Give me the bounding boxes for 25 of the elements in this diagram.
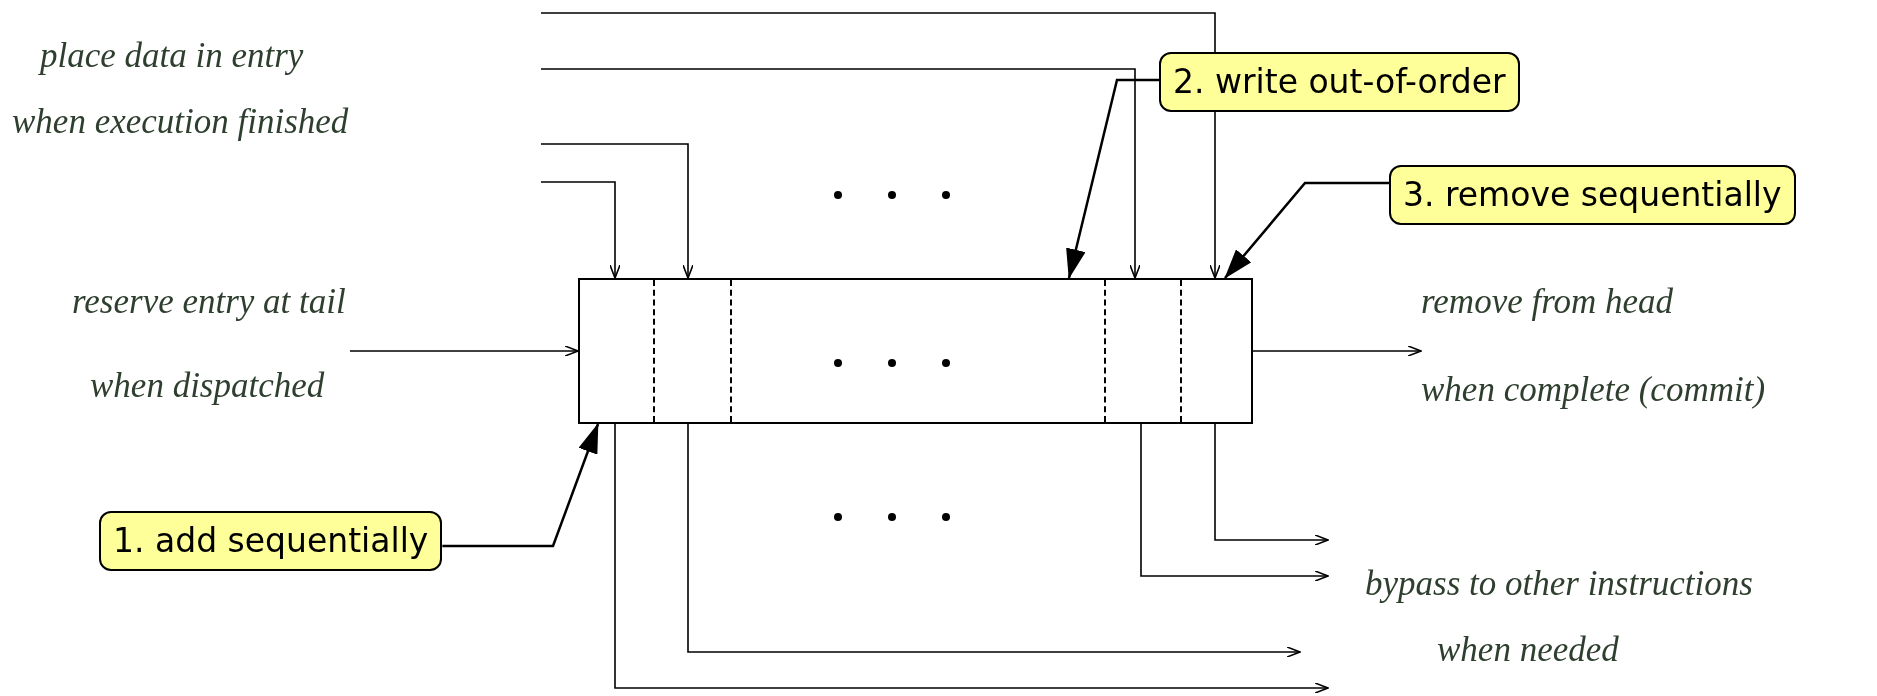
arrow [540,181,621,279]
arrow [1214,423,1329,546]
annotation-text: remove from head [1421,284,1674,319]
annotation-text: when dispatched [90,368,325,403]
callout: 2. write out-of-order [1159,52,1520,112]
arrow [1252,345,1422,357]
annotation-text: reserve entry at tail [72,284,346,319]
annotation-text: bypass to other instructions [1365,566,1753,601]
arrow [540,12,1221,279]
arrow [540,143,694,279]
annotation-text: when execution finished [12,104,349,139]
callout: 3. remove sequentially [1389,165,1796,225]
arrow [614,423,1329,694]
annotation-text: when needed [1437,632,1619,667]
arrow [687,423,1301,658]
callout: 1. add sequentially [99,511,443,571]
leader-arrow [1066,78,1159,279]
annotation-text: place data in entry [40,38,304,73]
leader-arrow [1224,181,1389,279]
buffer-box [578,278,1253,424]
arrow [1140,423,1329,582]
annotation-text: when complete (commit) [1421,372,1766,407]
leader-arrow [442,423,600,548]
arrow [540,68,1141,279]
arrow [349,345,579,357]
